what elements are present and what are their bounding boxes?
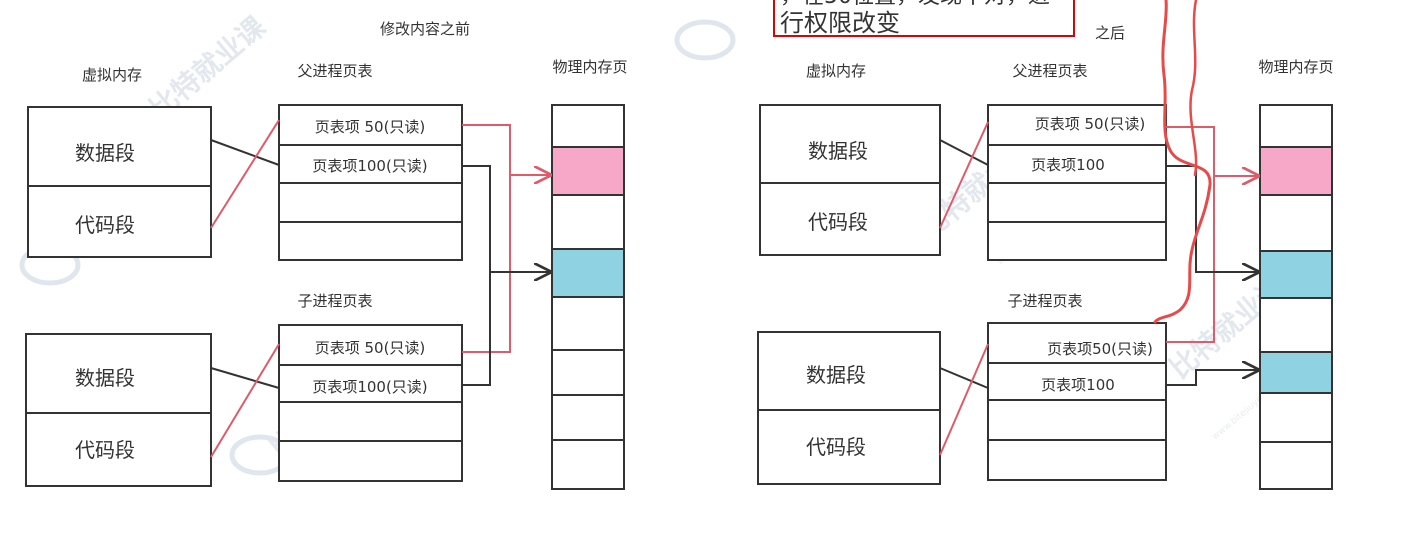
right-child-page-table: 页表项50(只读) 页表项100 (987, 322, 1167, 481)
physical-page-blue-copy (1261, 352, 1331, 393)
left-phys-label: 物理内存页 (552, 58, 627, 76)
page-table-entry: 页表项100(只读) (312, 157, 427, 175)
page-table-entry: 页表项100 (1041, 376, 1115, 394)
virtual-memory-box (759, 104, 941, 256)
right-parent-label: 父进程页表 (1012, 62, 1087, 80)
page-table-entry: 页表项100(只读) (312, 378, 427, 396)
left-parent-virtual-memory: 数据段 代码段 (27, 106, 212, 258)
virtual-memory-box (757, 331, 941, 485)
physical-page-blue (553, 249, 623, 297)
physical-page-pink (1261, 147, 1331, 195)
right-child-label: 子进程页表 (1007, 292, 1082, 310)
right-child-virtual-memory: 数据段 代码段 (757, 331, 941, 485)
physical-page-pink (553, 147, 623, 195)
left-diagram: 修改内容之前 虚拟内存 父进程页表 物理内存页 子进程页表 数据段 代码段 页表… (25, 20, 628, 490)
page-table-entry: 页表项 50(只读) (1035, 115, 1146, 133)
left-child-label: 子进程页表 (297, 292, 372, 310)
data-segment-label: 数据段 (808, 139, 868, 163)
right-parent-virtual-memory: 数据段 代码段 (759, 104, 941, 256)
virtual-memory-box (27, 106, 212, 258)
left-parent-label: 父进程页表 (297, 62, 372, 80)
left-virtual-label: 虚拟内存 (82, 66, 142, 84)
entry100-link (462, 165, 491, 386)
annotation-line-2: 行权限改变 (780, 9, 900, 37)
physical-page-blue (1261, 251, 1331, 298)
page-table-entry: 页表项100 (1031, 156, 1105, 174)
page-table-entry: 页表项50(只读) (1047, 340, 1153, 358)
data-segment-link (939, 367, 989, 389)
data-segment-label: 数据段 (806, 363, 866, 387)
data-segment-link (210, 139, 280, 166)
entry50-link (462, 124, 511, 353)
freehand-annotation-stroke (1189, 0, 1198, 177)
data-segment-label: 数据段 (75, 141, 135, 165)
freehand-annotation-stroke (1153, 0, 1212, 324)
right-virtual-label: 虚拟内存 (806, 62, 866, 80)
data-segment-label: 数据段 (75, 366, 135, 390)
code-segment-link (939, 343, 989, 456)
code-segment-label: 代码段 (806, 435, 866, 459)
code-segment-label: 代码段 (75, 438, 135, 462)
right-diagram: 之后 虚拟内存 父进程页表 物理内存页 子进程页表 数据段 代码段 页表项 50… (757, 0, 1334, 490)
left-parent-page-table: 页表项 50(只读) 页表项100(只读) (278, 104, 463, 261)
left-child-page-table: 页表项 50(只读) 页表项100(只读) (278, 324, 463, 482)
code-segment-label: 代码段 (808, 210, 868, 234)
child-entry100-arrow (1166, 370, 1258, 386)
virtual-memory-box (25, 333, 212, 487)
right-phys-label: 物理内存页 (1258, 58, 1333, 76)
left-connectors (210, 119, 550, 458)
watermark-logo (674, 19, 736, 61)
right-physical-memory (1259, 104, 1333, 490)
parent-entry100-arrow (1166, 165, 1258, 272)
left-title: 修改内容之前 (380, 20, 470, 38)
code-segment-label: 代码段 (75, 213, 135, 237)
page-table-box (987, 322, 1167, 481)
right-connectors (939, 121, 1258, 456)
right-parent-page-table: 页表项 50(只读) 页表项100 (987, 104, 1167, 261)
annotation-box: ，在50位置，发现不对，进 行权限改变 (773, 0, 1075, 37)
left-physical-memory (551, 104, 625, 490)
page-table-entry: 页表项 50(只读) (315, 118, 426, 136)
left-child-virtual-memory: 数据段 代码段 (25, 333, 212, 487)
code-segment-link (210, 119, 280, 229)
page-table-entry: 页表项 50(只读) (315, 339, 426, 357)
data-segment-link (939, 139, 989, 166)
code-segment-link (210, 343, 280, 458)
data-segment-link (210, 367, 280, 389)
code-segment-link (939, 121, 989, 229)
entry50-link (1166, 126, 1215, 343)
right-title: 之后 (1095, 24, 1125, 42)
annotation-border (773, 0, 1075, 37)
annotation-line-1: ，在50位置，发现不对，进 (780, 0, 1050, 9)
